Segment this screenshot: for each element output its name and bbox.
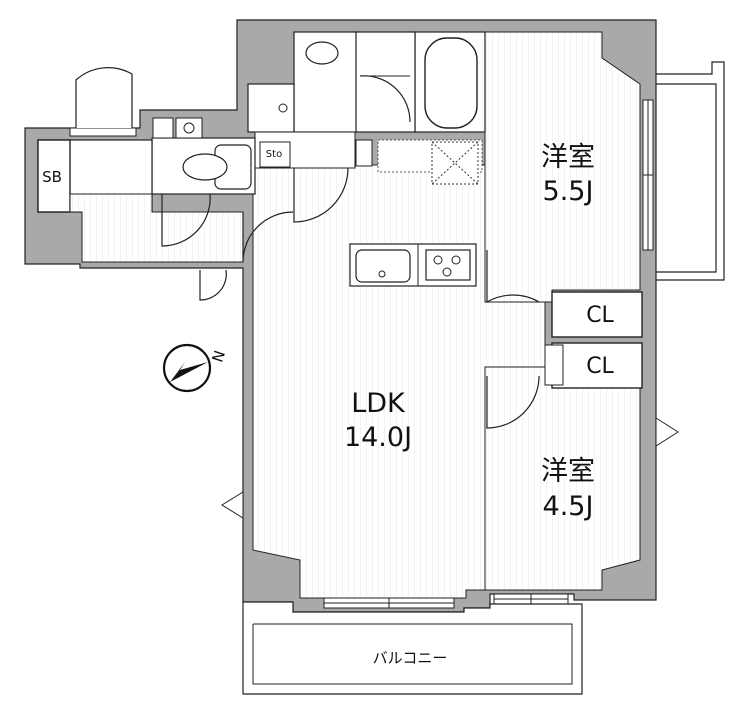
bathtub (424, 37, 478, 129)
compass-north-label: N (208, 348, 229, 364)
storage-label: Sto (266, 149, 282, 160)
front-door-swing (75, 67, 133, 128)
kitchen (349, 243, 477, 287)
entrance (37, 67, 244, 263)
ldk-size: 14.0J (344, 422, 412, 453)
ldk-name: LDK (351, 388, 406, 419)
windows (323, 99, 654, 609)
corridor (254, 131, 483, 185)
western-room-1-size: 5.5J (543, 176, 594, 207)
closet-1-label: CL (586, 303, 614, 328)
toilet-room (151, 117, 256, 195)
closet-1 (551, 291, 643, 338)
door-swings (161, 167, 540, 429)
closet-2-label: CL (586, 354, 614, 379)
compass-icon: N (162, 343, 229, 393)
western-room-2-size: 4.5J (543, 491, 594, 522)
western-room-1 (484, 31, 641, 303)
toilet-bowl (182, 153, 228, 181)
shoe-box (37, 139, 71, 213)
storage-box (259, 141, 291, 168)
wash-basin (305, 41, 339, 65)
balcony-label: バルコニー (373, 649, 448, 667)
bathroom (354, 31, 486, 133)
kitchen-sink (355, 249, 411, 283)
western-room-2-name: 洋室 (541, 456, 595, 487)
shoe-box-label: SB (42, 168, 62, 186)
western-room-1-name: 洋室 (541, 142, 595, 173)
closet-2 (544, 342, 643, 389)
balcony (242, 601, 583, 695)
side-balcony (656, 61, 725, 281)
wall-markers (221, 417, 679, 519)
stove (425, 249, 471, 281)
